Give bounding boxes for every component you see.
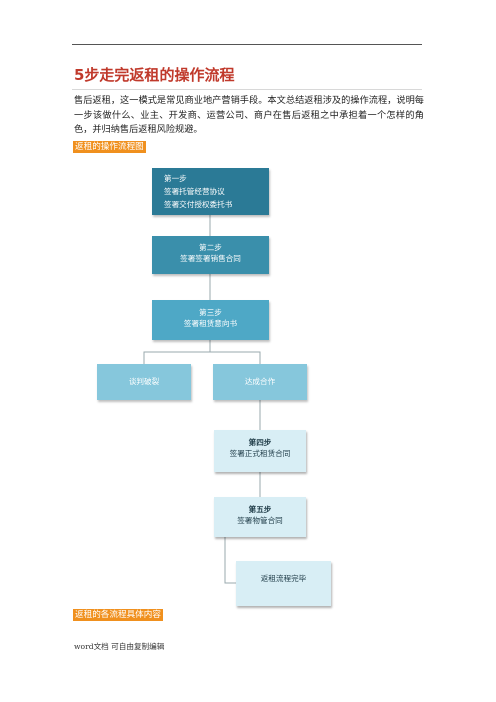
branch-success-label: 达成合作 [244,377,276,386]
done-label: 返租流程完毕 [260,574,307,583]
connector-5-done [224,537,236,584]
step-3-box: 第三步 签署租赁意向书 [152,300,269,340]
step-1-line2: 签署托管经营协议 [164,187,225,196]
page-title: 5步走完返租的操作流程 [74,66,235,84]
step-1-title: 第一步 [164,174,187,183]
step-4-line2: 签署正式租赁合同 [229,449,291,458]
step-2-line2: 签署签署销售合同 [180,254,241,263]
intro-paragraph: 售后返租，这一模式是常见商业地产营销手段。本文总结返租涉及的操作流程，说明每一步… [74,95,424,136]
step-4-title: 第四步 [248,438,272,447]
step-5-line2: 签署物管合同 [237,516,283,525]
step-5-box: 第五步 签署物管合同 [214,497,306,537]
title-rule [72,89,422,90]
connector-3-branches [143,340,211,364]
branch-success-box: 达成合作 [213,364,307,400]
section-heading-flowchart: 返租的操作流程图 [73,141,146,153]
step-5-title: 第五步 [248,505,272,514]
step-1-line3: 签署交付授权委托书 [164,200,233,209]
done-box: 返租流程完毕 [236,561,331,606]
step-4-box: 第四步 签署正式租赁合同 [214,430,306,472]
branch-fail-box: 谈判破裂 [97,364,191,400]
branch-fail-label: 谈判破裂 [128,377,160,386]
section-heading-details: 返租的各流程具体内容 [73,609,163,621]
connector-3-success [210,351,261,364]
step-2-box: 第二步 签署签署销售合同 [152,236,269,274]
step-1-box: 第一步 签署托管经营协议 签署交付授权委托书 [152,168,269,215]
top-rule [72,44,422,45]
footer-note: word文档 可自由复制编辑 [74,642,165,651]
step-3-title: 第三步 [199,308,222,317]
step-2-title: 第二步 [199,243,222,252]
step-3-line2: 签署租赁意向书 [183,319,238,328]
